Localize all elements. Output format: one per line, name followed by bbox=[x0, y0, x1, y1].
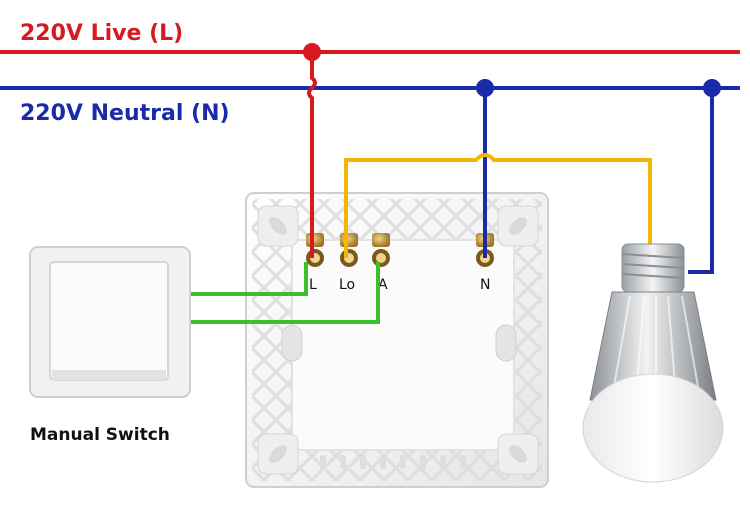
load-wire-lo-to-bulb bbox=[344, 153, 652, 258]
screw-hole-bl bbox=[257, 433, 299, 475]
terminal-a bbox=[372, 233, 390, 267]
vent-slots bbox=[320, 455, 466, 469]
terminal-label-n: N bbox=[480, 277, 490, 293]
smart-switch-module bbox=[245, 192, 549, 488]
neutral-junction-dot-bulb bbox=[703, 79, 721, 97]
screw-hole-tl bbox=[257, 205, 299, 247]
switch-wire-to-a bbox=[188, 262, 380, 324]
neutral-junction-dot-module bbox=[476, 79, 494, 97]
live-junction-dot bbox=[303, 43, 321, 61]
terminal-label-a: A bbox=[378, 277, 388, 293]
mount-slot-right bbox=[495, 324, 517, 362]
screw-hole-tr bbox=[497, 205, 539, 247]
mount-slot-left bbox=[281, 324, 303, 362]
neutral-line-label: 220V Neutral (N) bbox=[20, 101, 230, 126]
screw-hole-br bbox=[497, 433, 539, 475]
live-line-label: 220V Live (L) bbox=[20, 21, 183, 46]
neutral-wire-to-bulb bbox=[688, 88, 714, 274]
manual-switch-caption: Manual Switch bbox=[30, 425, 170, 445]
terminal-label-lo: Lo bbox=[339, 277, 355, 293]
terminal-label-l: L bbox=[309, 277, 317, 293]
manual-switch bbox=[29, 246, 191, 398]
live-wire-to-l bbox=[307, 52, 317, 258]
led-bulb-icon bbox=[582, 243, 724, 483]
switch-wire-to-l bbox=[188, 262, 308, 296]
